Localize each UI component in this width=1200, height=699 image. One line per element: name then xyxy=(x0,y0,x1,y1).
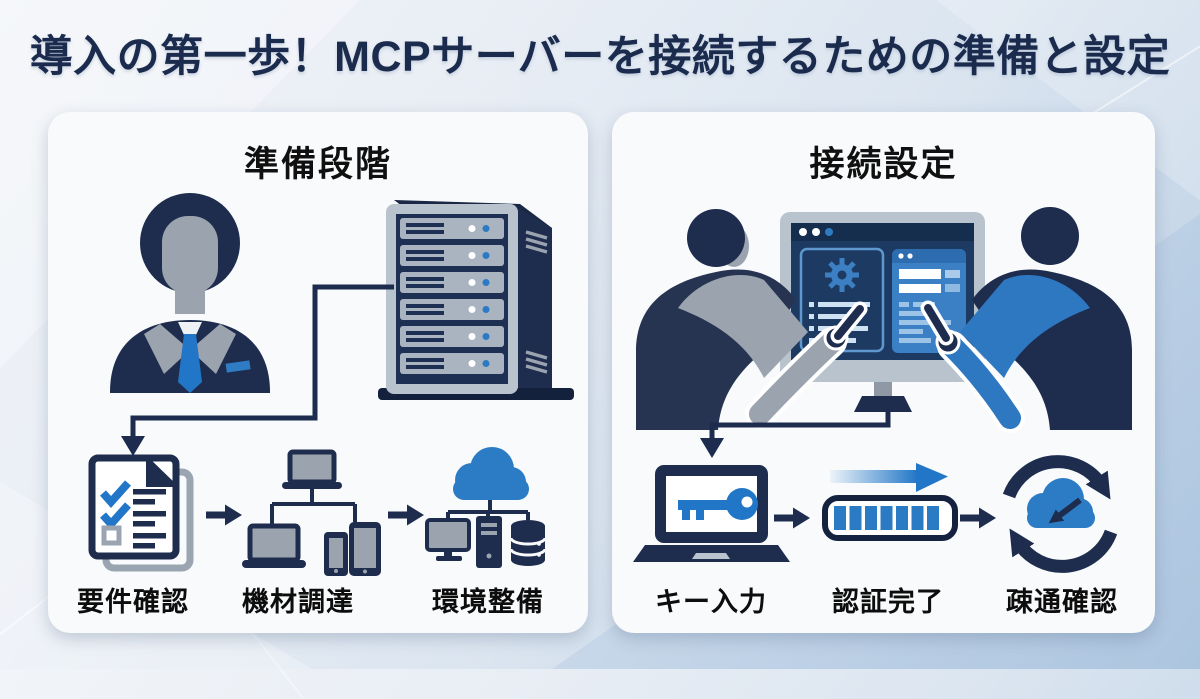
page-title: 導入の第一歩！MCPサーバーを接続するための準備と設定 xyxy=(29,33,1171,81)
step-label: 要件確認 xyxy=(77,587,189,617)
preparation-panel: 準備段階 xyxy=(48,112,588,633)
step-arrow-icon xyxy=(960,507,996,529)
step-label: 環境整備 xyxy=(432,587,544,617)
connection-panel-title: 接続設定 xyxy=(809,145,958,184)
page-background: { "title": "導入の第一歩！MCPサーバーを接続するための準備と設定"… xyxy=(0,0,1200,669)
server-rack-icon xyxy=(378,200,574,400)
laptop-key-icon xyxy=(633,465,790,562)
step-arrow-icon xyxy=(774,507,810,529)
preparation-illustration xyxy=(88,193,574,576)
checklist-document-icon xyxy=(88,454,194,572)
cloud-sync-icon xyxy=(1002,455,1118,573)
devices-network-icon xyxy=(242,449,381,576)
connection-panel: 接続設定 xyxy=(612,112,1155,633)
step-arrow-icon xyxy=(388,504,424,526)
cloud-infrastructure-icon xyxy=(425,447,547,568)
preparation-panel-title: 準備段階 xyxy=(243,145,392,184)
step-label: キー入力 xyxy=(655,587,767,617)
step-label: 機材調達 xyxy=(242,587,354,617)
gear-icon xyxy=(825,258,859,292)
engineer-right-icon xyxy=(920,207,1132,433)
step-label: 疎通確認 xyxy=(1006,587,1118,617)
step-arrow-icon xyxy=(206,504,242,526)
businessman-icon xyxy=(110,193,270,393)
connector-arrow xyxy=(121,284,394,456)
engineer-left-icon xyxy=(636,209,868,430)
step-label: 認証完了 xyxy=(832,587,944,617)
progress-bar-icon xyxy=(822,463,958,541)
connector-arrow xyxy=(700,412,891,458)
connection-illustration xyxy=(633,207,1132,573)
